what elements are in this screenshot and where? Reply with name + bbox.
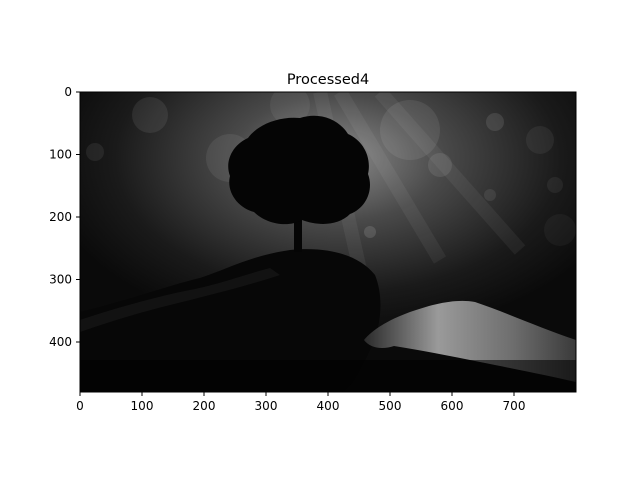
x-tick-label: 200 xyxy=(193,399,216,413)
bokeh-lights xyxy=(86,92,576,246)
tree-silhouette xyxy=(228,115,370,225)
x-tick-label: 400 xyxy=(317,399,340,413)
x-axis-ticks: 0 100 200 300 400 500 600 700 xyxy=(76,392,525,413)
y-tick-label: 400 xyxy=(49,335,72,349)
x-tick-label: 0 xyxy=(76,399,84,413)
x-tick-label: 300 xyxy=(255,399,278,413)
tree-trunk xyxy=(294,200,302,252)
y-tick-label: 300 xyxy=(49,273,72,287)
x-tick-label: 100 xyxy=(131,399,154,413)
x-tick-label: 600 xyxy=(441,399,464,413)
image-area xyxy=(80,92,576,392)
x-tick-label: 500 xyxy=(379,399,402,413)
y-tick-label: 200 xyxy=(49,210,72,224)
chart-title: Processed4 xyxy=(287,72,369,88)
y-tick-label: 0 xyxy=(64,85,72,99)
hill-silhouette xyxy=(80,249,381,392)
y-axis-ticks: 0 100 200 300 400 xyxy=(49,85,80,349)
hill-foliage xyxy=(80,268,280,332)
y-tick-label: 100 xyxy=(49,148,72,162)
x-tick-label: 700 xyxy=(503,399,526,413)
image-bottom-shadow xyxy=(80,360,576,392)
